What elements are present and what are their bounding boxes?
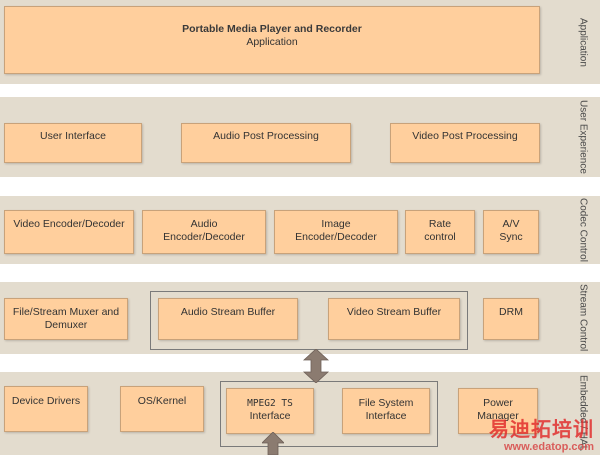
layer-label-hal: Embedded / HAL [577, 375, 589, 452]
codec-control-layer: Video Encoder/Decoder Audio Encoder/Deco… [0, 196, 600, 264]
power-manager-label-2: Manager [477, 410, 519, 422]
rate-control-label-1: Rate [428, 218, 452, 230]
stream-buffer-group [150, 291, 468, 350]
video-codec-box: Video Encoder/Decoder [4, 210, 134, 254]
av-sync-label-1: A/V [502, 218, 520, 230]
av-sync-box: A/V Sync [483, 210, 539, 254]
interface-group [220, 381, 438, 447]
video-stream-buffer-label: Video Stream Buffer [346, 306, 442, 318]
os-kernel-box: OS/Kernel [120, 386, 204, 432]
device-drivers-box: Device Drivers [4, 386, 88, 432]
application-layer: Portable Media Player and Recorder Appli… [0, 0, 600, 84]
video-post-processing-label: Video Post Processing [412, 130, 518, 142]
power-manager-label-1: Power [483, 397, 513, 409]
rate-control-box: Rate control [405, 210, 475, 254]
rate-control-label-2: control [424, 231, 456, 243]
file-system-label-2: Interface [365, 410, 407, 422]
muxer-label-1: File/Stream Muxer and [12, 306, 120, 318]
video-stream-buffer-box: Video Stream Buffer [328, 298, 460, 340]
audio-stream-buffer-box: Audio Stream Buffer [158, 298, 298, 340]
user-interface-box: User Interface [4, 123, 142, 163]
app-title: Portable Media Player and Recorder [182, 23, 362, 35]
video-codec-label: Video Encoder/Decoder [13, 218, 125, 230]
image-codec-label-2: Encoder/Decoder [295, 231, 377, 243]
audio-codec-box: Audio Encoder/Decoder [142, 210, 266, 254]
app-subtitle: Application [246, 36, 298, 48]
mpeg2-ts-interface-box: MPEG2 TS Interface [226, 388, 314, 434]
user-experience-layer: User Interface Audio Post Processing Vid… [0, 97, 600, 177]
file-system-interface-box: File System Interface [342, 388, 430, 434]
layer-label-application: Application [577, 17, 589, 67]
av-sync-label-2: Sync [499, 231, 523, 243]
stream-control-layer: File/Stream Muxer and Demuxer Audio Stre… [0, 282, 600, 354]
drm-label: DRM [499, 306, 523, 318]
layer-label-codec-control: Codec Control [577, 198, 589, 262]
device-drivers-label: Device Drivers [11, 395, 81, 407]
up-arrow-icon [262, 432, 284, 455]
user-interface-label: User Interface [40, 130, 106, 142]
audio-post-processing-label: Audio Post Processing [213, 130, 319, 142]
layer-label-user-experience: User Experience [577, 100, 589, 174]
audio-post-processing-box: Audio Post Processing [181, 123, 351, 163]
muxer-demuxer-box: File/Stream Muxer and Demuxer [4, 298, 128, 340]
image-codec-box: Image Encoder/Decoder [274, 210, 398, 254]
muxer-label-2: Demuxer [44, 319, 88, 331]
audio-codec-label-1: Audio [190, 218, 218, 230]
bidirectional-arrow-icon [302, 349, 330, 383]
hal-layer: Device Drivers OS/Kernel MPEG2 TS Interf… [0, 372, 600, 455]
video-post-processing-box: Video Post Processing [390, 123, 540, 163]
layer-label-stream-control: Stream Control [577, 284, 589, 352]
drm-box: DRM [483, 298, 539, 340]
os-kernel-label: OS/Kernel [137, 395, 187, 407]
file-system-label-1: File System [358, 397, 414, 409]
mpeg2-ts-label-2: Interface [249, 410, 291, 422]
audio-codec-label-2: Encoder/Decoder [163, 231, 245, 243]
mpeg2-ts-label-1: MPEG2 TS [247, 398, 293, 409]
power-manager-box: Power Manager [458, 388, 538, 434]
audio-stream-buffer-label: Audio Stream Buffer [180, 306, 276, 318]
media-player-app-box: Portable Media Player and Recorder Appli… [4, 6, 540, 74]
image-codec-label-1: Image [321, 218, 351, 230]
